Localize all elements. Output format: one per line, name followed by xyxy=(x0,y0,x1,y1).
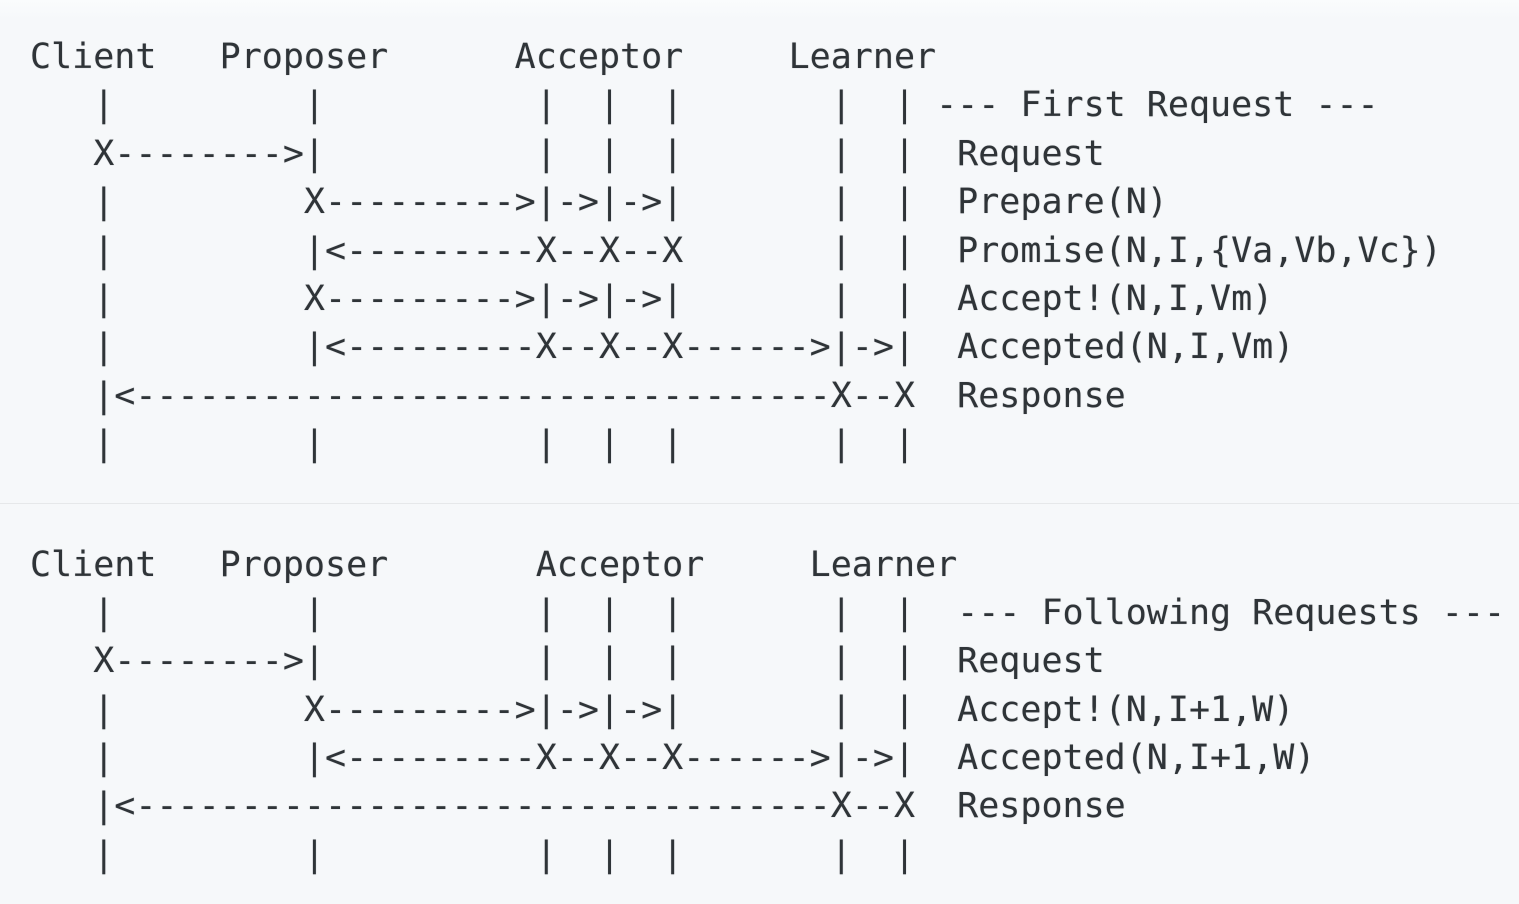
diagram-line-prepare: | X--------->|->|->| | | Prepare(N) xyxy=(30,182,1168,223)
following-requests-diagram: Client Proposer Acceptor Learner | | | |… xyxy=(0,504,1519,880)
diagram-line-request: X-------->| | | | | | Request xyxy=(30,641,1105,682)
diagram-line-title-following-requests: | | | | | | | --- Following Requests --- xyxy=(30,592,1506,633)
diagram-line-request: X-------->| | | | | | Request xyxy=(30,133,1105,174)
first-request-diagram: Client Proposer Acceptor Learner | | | |… xyxy=(30,37,1442,465)
actor-header-line: Client Proposer Acceptor Learner xyxy=(30,544,958,585)
diagram-line-accept: | X--------->|->|->| | | Accept!(N,I,Vm) xyxy=(30,278,1274,319)
diagram-line-accepted: | |<---------X--X--X------>|->| Accepted… xyxy=(30,738,1316,779)
section-divider xyxy=(0,502,1519,504)
diagram-line-lifelines: | | | | | | | xyxy=(30,834,916,875)
actor-header-line: Client Proposer Acceptor Learner xyxy=(30,37,937,77)
diagram-line-title-first-request: | | | | | | | --- First Request --- xyxy=(30,85,1379,126)
diagram-line-lifelines: | | | | | | | xyxy=(30,424,916,465)
diagram-line-accept: | X--------->|->|->| | | Accept!(N,I+1,W… xyxy=(30,689,1295,730)
diagram-line-promise: | |<---------X--X--X | | Promise(N,I,{Va… xyxy=(30,230,1442,271)
diagram-line-response: |<---------------------------------X--X … xyxy=(30,375,1126,416)
diagram-line-accepted: | |<---------X--X--X------>|->| Accepted… xyxy=(30,327,1295,368)
diagram-line-response: |<---------------------------------X--X … xyxy=(30,786,1126,827)
